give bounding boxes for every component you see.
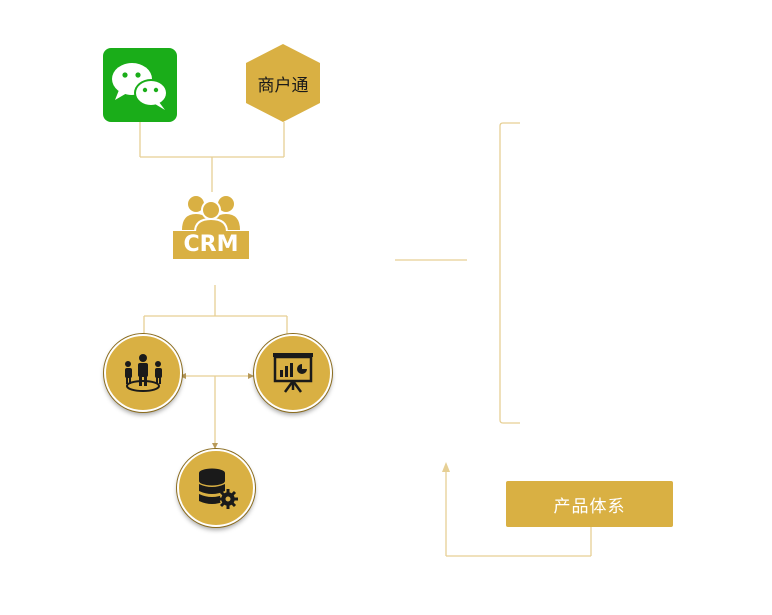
arrow-up-head	[442, 462, 450, 472]
people-team-icon	[125, 354, 162, 392]
arrow-down-head	[212, 443, 218, 449]
database-gear-icon	[199, 468, 238, 509]
arrow-left-head	[180, 373, 186, 379]
database-node	[177, 449, 255, 527]
hexagon-label: 商户通	[257, 75, 309, 96]
data-report-node	[254, 334, 332, 412]
product-system-button[interactable]: 产品体系	[506, 481, 673, 527]
bracket-line	[499, 122, 520, 424]
merchant-hexagon-node: 商户通	[246, 44, 320, 122]
crm-node: CRM	[172, 190, 250, 262]
arrow-right-head	[248, 373, 254, 379]
crm-label: CRM	[173, 231, 249, 259]
people-group-icon	[182, 196, 240, 232]
wechat-icon	[103, 48, 177, 122]
people-management-node	[104, 334, 182, 412]
presentation-board-icon	[273, 353, 313, 393]
